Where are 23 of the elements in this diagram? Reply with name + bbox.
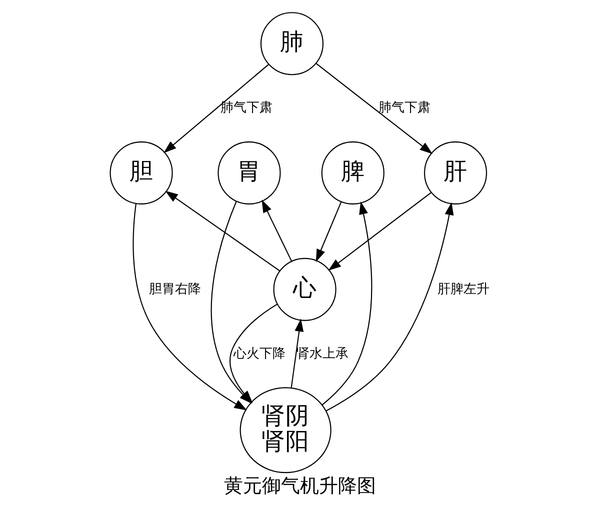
- edge-label: 肝脾左升: [438, 282, 490, 297]
- arrow: [165, 190, 280, 272]
- edge-label: 胆胃右降: [148, 282, 201, 297]
- node-circle: 肺: [260, 12, 324, 76]
- arrow: [316, 202, 342, 262]
- edge-label: 肺气下肃: [378, 100, 431, 116]
- arrow: [164, 64, 270, 154]
- arrow: [328, 192, 432, 271]
- node-circle: 心: [273, 258, 336, 321]
- node-circle: 肝: [424, 141, 488, 204]
- caption: 黄元御气机升降图: [224, 474, 376, 498]
- edge-label: 肺气下肃: [220, 100, 273, 116]
- arrow: [322, 201, 372, 406]
- arrow: [262, 200, 292, 262]
- arrow: [316, 63, 433, 154]
- edge-label: 心火下降: [233, 346, 286, 362]
- node-circle: 胃: [218, 141, 281, 204]
- arrow: [132, 204, 248, 410]
- arrow: [290, 318, 304, 388]
- node-circle: 胆: [110, 141, 173, 204]
- node-circle: 脾: [321, 141, 384, 204]
- edge-label: 肾水上承: [296, 346, 348, 362]
- arrow: [326, 202, 454, 412]
